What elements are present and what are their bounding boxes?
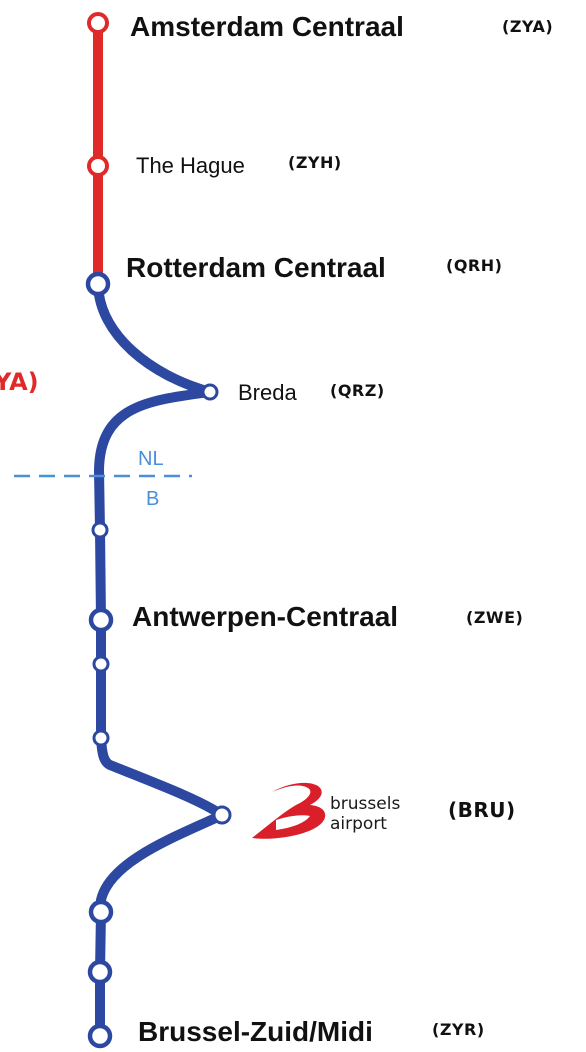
cutoff-code-text: YA) xyxy=(0,368,39,396)
stop-marker[interactable] xyxy=(87,959,113,985)
stop-marker[interactable] xyxy=(91,521,109,539)
station-marker-brussel-zuid[interactable] xyxy=(87,1023,113,1049)
station-code-antwerpen: (ZWE) xyxy=(466,608,524,627)
border-label-nl: NL xyxy=(138,448,164,470)
station-code-rotterdam: (QRH) xyxy=(446,256,503,275)
station-code-brussel-zuid: (ZYR) xyxy=(432,1020,485,1039)
station-marker-rotterdam[interactable] xyxy=(85,271,111,297)
station-marker-brussels-airport[interactable] xyxy=(212,805,232,825)
border-label-b: B xyxy=(146,488,160,510)
station-name-brussel-zuid[interactable]: Brussel-Zuid/Midi xyxy=(138,1016,373,1047)
station-code-breda: (QRZ) xyxy=(330,381,385,400)
station-name-amsterdam[interactable]: Amsterdam Centraal xyxy=(130,11,404,42)
station-name-the-hague[interactable]: The Hague xyxy=(136,153,245,178)
brussels-airport-b-icon xyxy=(252,782,326,839)
station-marker-antwerpen[interactable] xyxy=(88,607,114,633)
station-name-antwerpen[interactable]: Antwerpen-Centraal xyxy=(132,601,399,632)
stop-marker[interactable] xyxy=(92,655,110,673)
logo-text-brussels: brussels xyxy=(330,794,401,814)
brussels-airport-logo: brussels airport xyxy=(248,780,438,846)
station-code-brussels-airport: (BRU) xyxy=(448,798,516,822)
station-marker-the-hague[interactable] xyxy=(87,155,109,177)
stop-marker[interactable] xyxy=(88,899,114,925)
blue-line-segment xyxy=(93,284,227,1038)
stop-marker[interactable] xyxy=(92,729,110,747)
logo-text-airport: airport xyxy=(330,814,387,834)
station-marker-breda[interactable] xyxy=(201,383,219,401)
station-marker-amsterdam[interactable] xyxy=(87,12,109,34)
station-code-the-hague: (ZYH) xyxy=(288,153,342,172)
station-name-breda[interactable]: Breda xyxy=(238,380,297,405)
station-code-amsterdam: (ZYA) xyxy=(502,17,554,36)
station-name-rotterdam[interactable]: Rotterdam Centraal xyxy=(126,252,386,283)
